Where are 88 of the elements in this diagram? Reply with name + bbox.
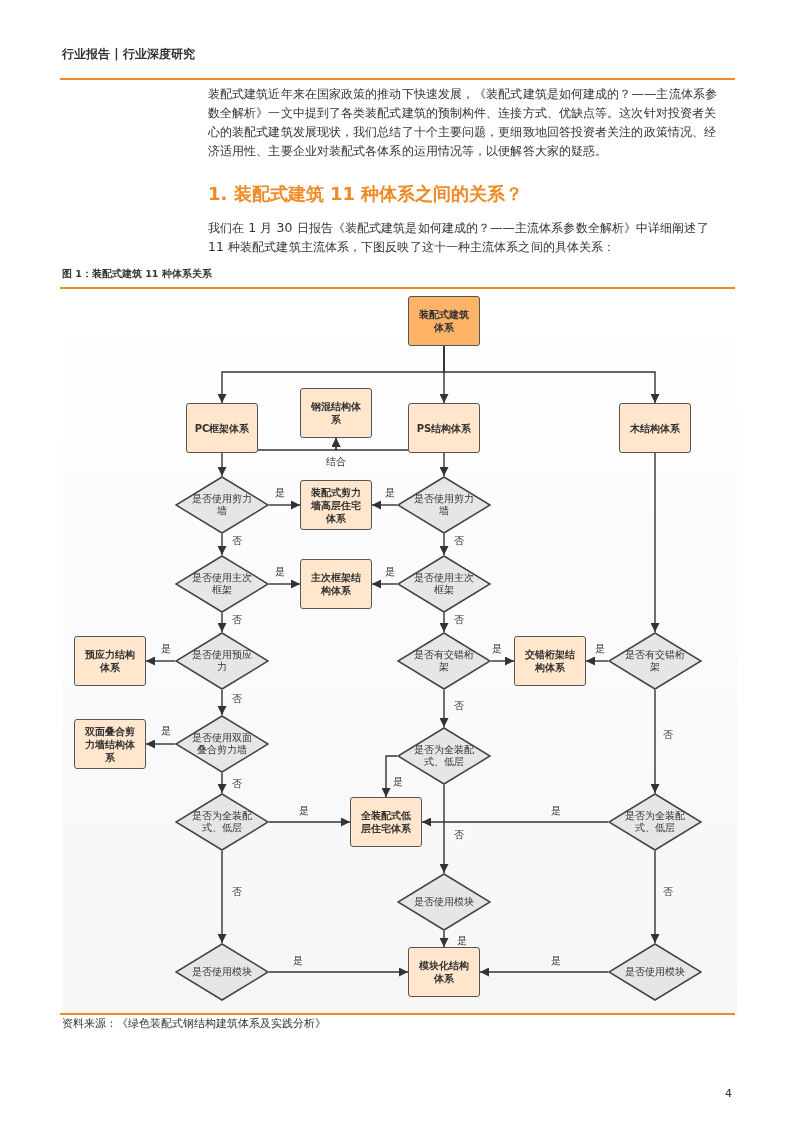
arrow: [479, 967, 609, 977]
edge-label: 否: [662, 886, 674, 898]
process-box: 主次框架结构体系: [300, 559, 372, 609]
decision-diamond: 是否有交错桁架: [608, 632, 702, 690]
edge-label: 否: [231, 614, 243, 626]
arrow: [443, 345, 660, 404]
decision-diamond: 是否使用模块: [608, 943, 702, 1001]
edge-label: 是: [384, 487, 396, 499]
edge-label: 否: [231, 778, 243, 790]
arrow: [585, 656, 609, 666]
decision-diamond: 是否使用剪力墙: [397, 476, 491, 534]
arrow: [268, 817, 351, 827]
edge-label: 否: [453, 535, 465, 547]
edge-label: 否: [453, 829, 465, 841]
process-box: PC框架体系: [186, 403, 258, 453]
process-box: 双面叠合剪力墙结构体系: [74, 719, 146, 769]
arrow: [490, 656, 515, 666]
edge-label: 否: [453, 614, 465, 626]
edge-label: 是: [384, 566, 396, 578]
decision-diamond: 是否使用模块: [175, 943, 269, 1001]
decision-diamond: 是否使用预应力: [175, 632, 269, 690]
decision-diamond: 是否使用模块: [397, 873, 491, 931]
process-box: 预应力结构体系: [74, 636, 146, 686]
edge-label: 否: [231, 886, 243, 898]
edge-label: 是: [160, 725, 172, 737]
arrow: [268, 579, 301, 589]
arrow: [371, 579, 398, 589]
process-box: 装配式建筑体系: [408, 296, 480, 346]
edge-label: 是: [392, 776, 404, 788]
edge-label: 是: [550, 805, 562, 817]
edge-label: 是: [160, 643, 172, 655]
decision-diamond: 是否使用主次框架: [397, 555, 491, 613]
arrow: [217, 689, 227, 716]
edge-label: 是: [594, 643, 606, 655]
edge-label: 结合: [325, 456, 347, 468]
edge-label: 是: [491, 643, 503, 655]
edge-label: 是: [456, 935, 468, 947]
arrow: [217, 772, 227, 794]
arrow: [439, 689, 449, 728]
decision-diamond: 是否使用剪力墙: [175, 476, 269, 534]
arrow: [439, 612, 449, 633]
arrow: [145, 656, 176, 666]
decision-diamond: 是否为全装配式、低层: [175, 793, 269, 851]
arrow: [217, 850, 227, 944]
section-heading: 1. 装配式建筑 11 种体系之间的关系？: [208, 182, 525, 206]
page-number: 4: [724, 1087, 732, 1100]
arrow: [268, 500, 301, 510]
edge-label: 否: [231, 535, 243, 547]
arrow: [439, 930, 449, 948]
arrow: [650, 452, 660, 633]
arrow: [217, 612, 227, 633]
figure-caption: 图 1：装配式建筑 11 种体系关系: [62, 268, 213, 281]
arrow: [331, 437, 409, 451]
edge-label: 是: [550, 955, 562, 967]
edge-label: 否: [662, 729, 674, 741]
arrow: [268, 967, 409, 977]
process-box: 模块化结构体系: [408, 947, 480, 997]
decision-diamond: 是否有交错桁架: [397, 632, 491, 690]
process-box: 交错桁架结构体系: [514, 636, 586, 686]
decision-diamond: 是否为全装配式、低层: [608, 793, 702, 851]
edge-label: 是: [274, 566, 286, 578]
arrow: [421, 817, 609, 827]
edge-label: 否: [453, 700, 465, 712]
arrow: [145, 739, 176, 749]
paragraph: 装配式建筑近年来在国家政策的推动下快速发展，《装配式建筑是如何建成的？——主流体系参数全解析》一文中提到了各类装配式建筑的预制构件、连接方式、优缺点等。这次针对投资者关心的装配式建筑发展现状，我们总结了十个主要问题，更细致地回答投资者关注的政策情况、经济适用性、主要企业对装配式各体系的运用情况等，以便解答大家的疑惑。: [208, 85, 718, 160]
decision-diamond: 是否使用主次框架: [175, 555, 269, 613]
edge-label: 是: [274, 487, 286, 499]
edge-label: 是: [298, 805, 310, 817]
decision-diamond: 是否使用双面叠合剪力墙: [175, 715, 269, 773]
arrow: [650, 850, 660, 944]
header-text: 行业报告 | 行业深度研究: [62, 46, 196, 63]
edge-label: 是: [292, 955, 304, 967]
arrow: [371, 500, 398, 510]
source-note: 资料来源：《绿色装配式钢结构建筑体系及实践分析》: [62, 1017, 327, 1031]
paragraph: 我们在 1 月 30 日报告《装配式建筑是如何建成的？——主流体系参数全解析》中详细阐述了 11 种装配式建筑主流体系，下图反映了这十一种主流体系之间的具体关系：: [208, 219, 710, 256]
arrow: [439, 533, 449, 556]
arrow: [650, 689, 660, 794]
arrow: [217, 452, 227, 477]
arrow: [381, 755, 398, 798]
process-box: 钢混结构体系: [300, 388, 372, 438]
process-box: PS结构体系: [408, 403, 480, 453]
process-box: 装配式剪力墙高层住宅体系: [300, 480, 372, 530]
process-box: 木结构体系: [619, 403, 691, 453]
arrow: [439, 452, 449, 477]
edge-label: 否: [231, 693, 243, 705]
arrow: [217, 533, 227, 556]
arrow: [439, 784, 449, 874]
process-box: 全装配式低层住宅体系: [350, 797, 422, 847]
